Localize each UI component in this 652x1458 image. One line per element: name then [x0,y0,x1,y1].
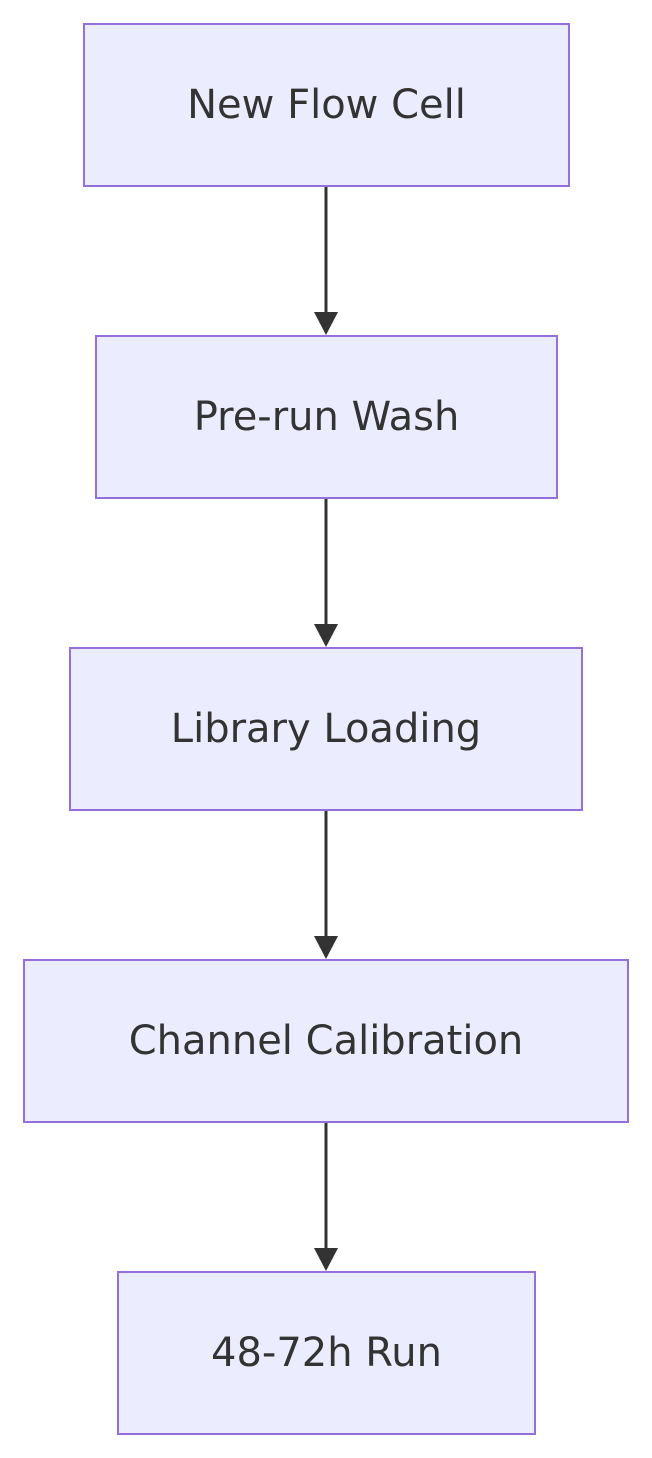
arrowhead-icon [314,936,338,959]
edge-channel-calibration-to-run [314,1123,338,1271]
arrowhead-icon [314,624,338,647]
node-library-loading: Library Loading [69,647,583,811]
arrowhead-icon [314,1248,338,1271]
node-label: Pre-run Wash [193,394,460,440]
node-channel-calibration: Channel Calibration [23,959,629,1123]
edge-new-flow-cell-to-pre-run-wash [314,187,338,335]
node-48-72h-run: 48-72h Run [117,1271,536,1435]
node-pre-run-wash: Pre-run Wash [95,335,558,499]
arrowhead-icon [314,312,338,335]
edge-pre-run-wash-to-library-loading [314,499,338,647]
edge-library-loading-to-channel-calibration [314,811,338,959]
node-label: New Flow Cell [187,82,466,128]
node-label: Library Loading [170,706,482,752]
node-label: 48-72h Run [211,1330,442,1376]
node-new-flow-cell: New Flow Cell [83,23,570,187]
node-label: Channel Calibration [128,1018,524,1064]
